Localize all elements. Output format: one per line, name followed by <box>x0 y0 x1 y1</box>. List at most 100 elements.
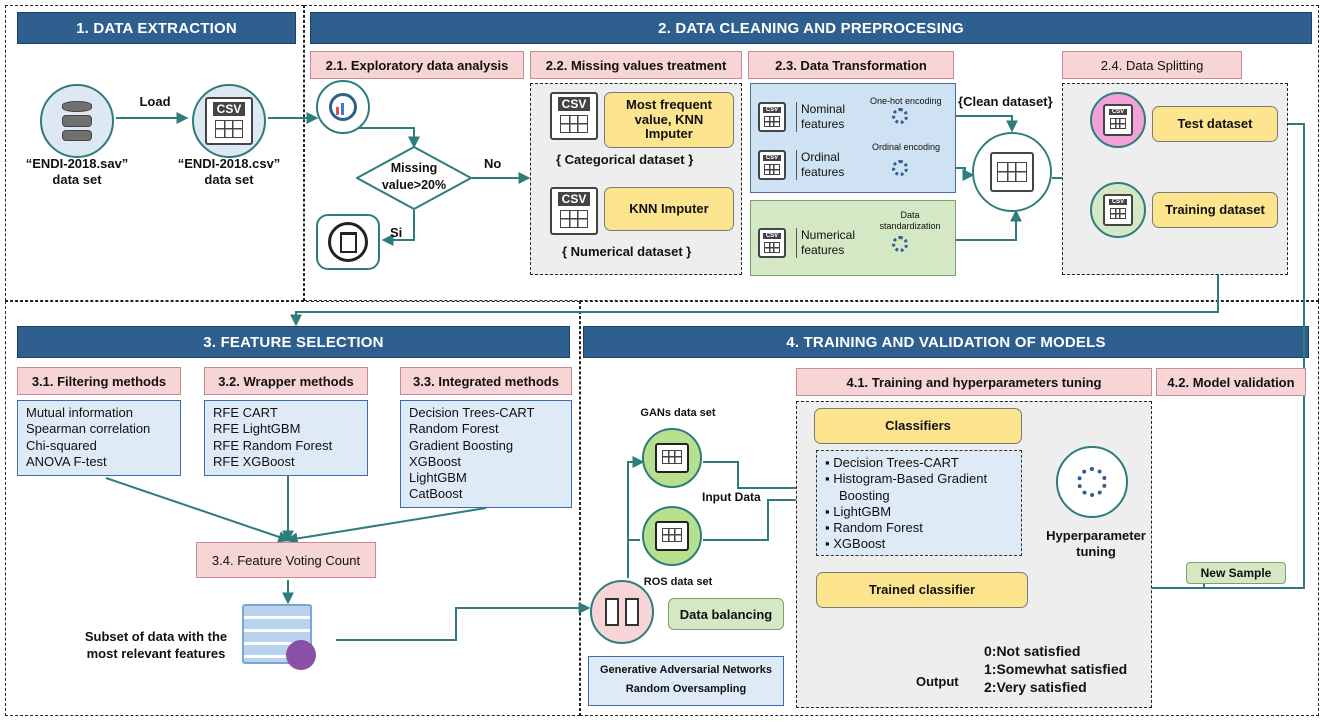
ros-dataset-label: ROS data set <box>643 576 713 588</box>
section-frame-features <box>5 301 580 716</box>
wrapper-title: 3.2. Wrapper methods <box>204 367 368 395</box>
banner-data-extraction: 1. DATA EXTRACTION <box>17 12 296 44</box>
list-item: Decision Trees-CART <box>409 405 535 420</box>
decision-line1: Missing <box>390 161 438 175</box>
list-item: 1:Somewhat satisfied <box>984 661 1128 677</box>
list-item: ▪ Random Forest <box>825 520 923 536</box>
classifier-list: ▪ Decision Trees-CART ▪ Histogram-Based … <box>816 450 1022 556</box>
missing-values-title: 2.2. Missing values treatment <box>530 51 742 79</box>
list-item: ▪ Histogram-Based Gradient Boosting <box>825 471 988 503</box>
training-dataset-icon: CSV <box>1090 182 1146 238</box>
csv-sub: data set <box>204 172 254 187</box>
numerical-text: Numerical dataset <box>570 244 683 259</box>
categorical-dataset-label: { Categorical dataset } <box>556 152 694 167</box>
clean-dataset-icon <box>972 132 1052 212</box>
sav-sub: data set <box>52 172 102 187</box>
integrated-methods-list: Decision Trees-CART Random Forest Gradie… <box>400 400 572 508</box>
classifiers-box: Classifiers <box>814 408 1022 444</box>
wrapper-methods-list: RFE CART RFE LightGBM RFE Random Forest … <box>204 400 368 476</box>
filtering-title: 3.1. Filtering methods <box>17 367 181 395</box>
banner-data-cleaning: 2. DATA CLEANING AND PREPROCESING <box>310 12 1312 44</box>
new-sample-box: New Sample <box>1186 562 1286 584</box>
list-item: XGBoost <box>409 453 462 469</box>
hyperparameter-gears-icon <box>1056 446 1128 518</box>
section-frame-training <box>580 301 1319 716</box>
nominal-csv-icon: CSV <box>758 102 786 132</box>
csv-dataset-label: “ENDI-2018.csv” data set <box>164 156 294 188</box>
numerical-csv-small-icon: CSV <box>758 228 786 258</box>
list-item: ANOVA F-test <box>26 453 107 469</box>
list-item: Random Oversampling <box>625 683 747 695</box>
nominal-features-label: Nominal features <box>796 102 848 132</box>
trained-classifier-box: Trained classifier <box>816 572 1028 608</box>
list-item: ▪ Decision Trees-CART <box>825 455 959 470</box>
onehot-label: One-hot encoding <box>870 96 942 106</box>
list-item: RFE XGBoost <box>213 453 295 469</box>
list-item: Generative Adversarial Networks <box>599 664 772 676</box>
list-item: ▪ XGBoost <box>825 536 886 552</box>
validation-title: 4.2. Model validation <box>1156 368 1306 396</box>
load-label: Load <box>139 94 171 109</box>
list-item: Chi-squared <box>26 437 97 453</box>
sav-name: “ENDI-2018.sav” <box>25 156 129 171</box>
integrated-title: 3.3. Integrated methods <box>400 367 572 395</box>
knn-imputer: KNN Imputer <box>604 187 734 231</box>
clean-dataset-label: {Clean dataset} <box>958 94 1053 109</box>
list-item: RFE Random Forest <box>213 437 333 453</box>
eda-magnifier-icon <box>316 80 370 134</box>
list-item: RFE LightGBM <box>213 421 301 437</box>
categorical-csv-icon: CSV <box>550 92 598 140</box>
outcome-classes: 0:Not satisfied 1:Somewhat satisfied 2:V… <box>984 642 1127 696</box>
list-item: Random Forest <box>409 421 499 437</box>
no-label: No <box>484 156 502 171</box>
csv-name: “ENDI-2018.csv” <box>177 156 281 171</box>
filtering-methods-list: Mutual information Spearman correlation … <box>17 400 181 476</box>
output-label: Output <box>916 674 959 689</box>
most-frequent-imputer: Most frequent value, KNN Imputer <box>604 92 734 148</box>
subset-label: Subset of data with the most relevant fe… <box>84 629 228 661</box>
data-balancing-icon <box>590 580 654 644</box>
categorical-text: Categorical dataset <box>564 152 685 167</box>
banner-feature-selection: 3. FEATURE SELECTION <box>17 326 570 358</box>
gear-icon-standardization <box>892 236 908 252</box>
list-item: LightGBM <box>409 470 467 486</box>
gans-dataset-icon <box>642 428 702 488</box>
test-dataset-icon: CSV <box>1090 92 1146 148</box>
training-dataset-box: Training dataset <box>1152 192 1278 228</box>
section-frame-extraction <box>5 5 304 301</box>
balancing-methods-list: Generative Adversarial Networks Random O… <box>588 656 784 706</box>
eda-title: 2.1. Exploratory data analysis <box>310 51 524 79</box>
sav-dataset-label: “ENDI-2018.sav” data set <box>12 156 142 188</box>
splitting-title: 2.4. Data Splitting <box>1062 51 1242 79</box>
list-item: CatBoost <box>409 486 463 502</box>
data-balancing-box: Data balancing <box>668 598 784 630</box>
test-dataset-box: Test dataset <box>1152 106 1278 142</box>
list-item: Gradient Boosting <box>409 437 514 453</box>
ros-dataset-icon <box>642 506 702 566</box>
numerical-features-label: Numerical features <box>796 228 858 258</box>
banner-training-validation: 4. TRAINING AND VALIDATION OF MODELS <box>583 326 1309 358</box>
list-item: 0:Not satisfied <box>984 643 1081 659</box>
numerical-csv-icon: CSV <box>550 187 598 235</box>
filtered-table-icon <box>242 604 316 670</box>
ordinal-csv-icon: CSV <box>758 150 786 180</box>
clean-dataset-text: Clean dataset <box>963 94 1048 109</box>
input-data-label: Input Data <box>702 490 761 504</box>
transformation-title: 2.3. Data Transformation <box>748 51 954 79</box>
gear-icon-ordinal <box>892 160 908 176</box>
decision-line2: value>20% <box>381 178 447 192</box>
missing-value-decision: Missing value>20% <box>356 146 472 210</box>
numerical-dataset-label: { Numerical dataset } <box>562 244 692 259</box>
list-item: 2:Very satisfied <box>984 679 1087 695</box>
list-item: ▪ LightGBM <box>825 503 892 519</box>
tuning-title: 4.1. Training and hyperparameters tuning <box>796 368 1152 396</box>
gear-icon-onehot <box>892 108 908 124</box>
feature-voting-count: 3.4. Feature Voting Count <box>196 542 376 578</box>
sav-database-icon <box>40 84 114 158</box>
section-frame-cleaning <box>304 5 1319 301</box>
list-item: Mutual information <box>26 405 133 420</box>
ordinal-encoding-label: Ordinal encoding <box>872 142 941 152</box>
list-item: Spearman correlation <box>26 421 151 437</box>
gans-dataset-label: GANs data set <box>640 407 716 419</box>
standardization-label: Data standardization <box>879 210 941 231</box>
